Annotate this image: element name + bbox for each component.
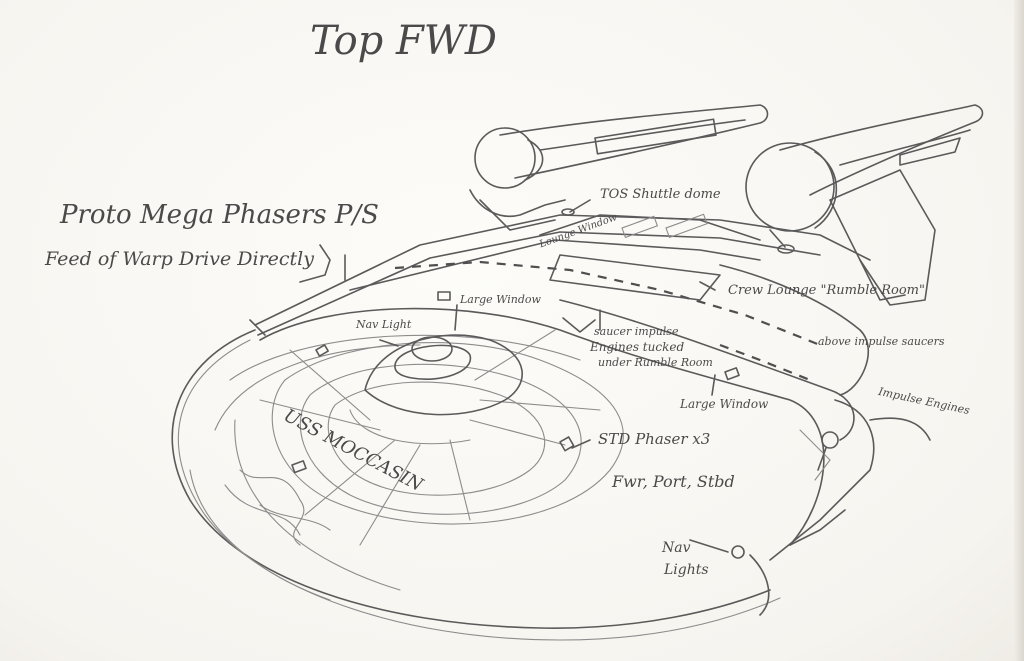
engines-tucked-label: Engines tucked: [590, 340, 685, 354]
pencil-scribbles: [224, 469, 331, 546]
proto-phasers-label: Proto Mega Phasers P/S: [60, 200, 379, 230]
above-saucers-label: above impulse saucers: [818, 335, 945, 348]
paper-edge: [1014, 0, 1024, 661]
warp-nacelle-port: [469, 104, 769, 231]
large-window-right-label: Large Window: [680, 397, 769, 411]
hull-windows: [291, 208, 795, 559]
engineering-hull: [749, 399, 931, 616]
upper-deck-structure: [249, 213, 871, 441]
shuttle-dome-label: TOS Shuttle dome: [600, 187, 721, 202]
saucer-impulse-label: saucer impulse: [594, 325, 679, 338]
sheet-title: Top FWD: [310, 18, 497, 64]
nav-lights-label-line1: Nav: [662, 540, 691, 556]
large-window-top-label: Large Window: [460, 293, 541, 306]
saucer-outer-rim: [171, 329, 781, 641]
std-phasers-label: STD Phaser x3: [598, 430, 711, 448]
annotation-arrows: [299, 199, 786, 553]
nav-lights-label-line2: Lights: [664, 562, 709, 578]
nav-light-label: Nav Light: [356, 318, 412, 331]
warp-nacelle-starboard: [745, 104, 984, 306]
crew-lounge-label: Crew Lounge "Rumble Room": [728, 283, 925, 298]
bridge-dome: [349, 334, 523, 445]
warp-feed-label: Feed of Warp Drive Directly: [45, 248, 314, 270]
under-rumble-room-label: under Rumble Room: [598, 356, 713, 369]
phaser-arcs-label: Fwr, Port, Stbd: [612, 472, 735, 491]
saucer-hull-rings: [214, 307, 825, 546]
